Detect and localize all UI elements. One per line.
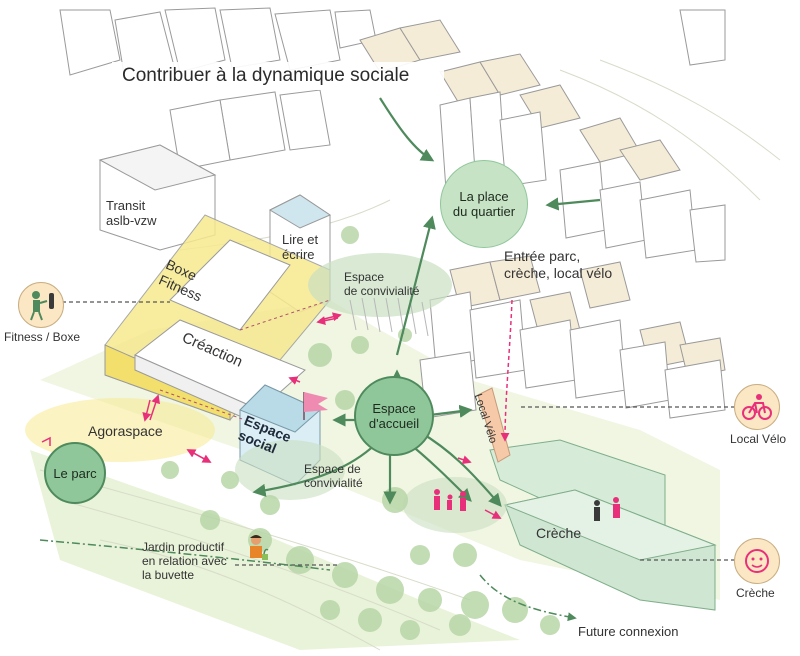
boxing-person-icon bbox=[30, 291, 54, 321]
family-icon bbox=[434, 489, 466, 511]
local-velo-building bbox=[477, 387, 511, 463]
lire-ecrire-label: Lire et écrire bbox=[282, 232, 319, 262]
bicycle-icon bbox=[742, 394, 772, 420]
corner-marker bbox=[41, 436, 51, 446]
future-connexion-label: Future connexion bbox=[578, 624, 679, 639]
espace-accueil-label: Espace d'accueil bbox=[368, 401, 420, 431]
connexion-line bbox=[39, 539, 577, 622]
espace-convivialite-top-label: Espace de convivialité bbox=[344, 270, 420, 298]
creche-building bbox=[489, 439, 717, 611]
agoraspace-label: Agoraspace bbox=[88, 423, 163, 439]
transit-building bbox=[98, 144, 217, 251]
family-zone bbox=[403, 477, 507, 533]
jardin-label: Jardin productif en relation avec la buv… bbox=[142, 540, 227, 582]
place-quartier-circle: La place du quartier bbox=[440, 160, 528, 248]
convivialite-zone-top bbox=[308, 253, 452, 317]
pink-arrows bbox=[142, 299, 513, 519]
flag-icon bbox=[303, 392, 328, 420]
velo-legend-label: Local Vélo bbox=[730, 432, 787, 446]
trees bbox=[161, 226, 560, 640]
place-quartier-label: La place du quartier bbox=[452, 189, 516, 219]
fitness-legend-label: Fitness / Boxe bbox=[4, 330, 81, 344]
page-title: Contribuer à la dynamique sociale bbox=[112, 62, 444, 90]
creche-legend-label: Crèche bbox=[736, 586, 775, 600]
gardener-icon bbox=[250, 535, 269, 560]
dashed-outlines bbox=[159, 299, 331, 421]
velo-badge bbox=[734, 384, 780, 430]
le-parc-circle: Le parc bbox=[44, 442, 106, 504]
entree-parc-label: Entrée parc, crèche, local vélo bbox=[504, 248, 613, 281]
baby-face-icon bbox=[745, 549, 769, 573]
transit-label: Transit aslb-vzw bbox=[106, 198, 157, 228]
fitness-badge bbox=[18, 282, 64, 328]
green-arrows bbox=[252, 97, 601, 508]
creche-people-icon bbox=[594, 497, 620, 521]
espace-accueil-circle: Espace d'accueil bbox=[354, 376, 434, 456]
creche-badge bbox=[734, 538, 780, 584]
creche-building-label: Crèche bbox=[536, 525, 582, 541]
le-parc-label: Le parc bbox=[53, 465, 97, 481]
leader-lines bbox=[62, 301, 735, 566]
espace-convivialite-bottom-label: Espace de convivialité bbox=[304, 462, 363, 490]
